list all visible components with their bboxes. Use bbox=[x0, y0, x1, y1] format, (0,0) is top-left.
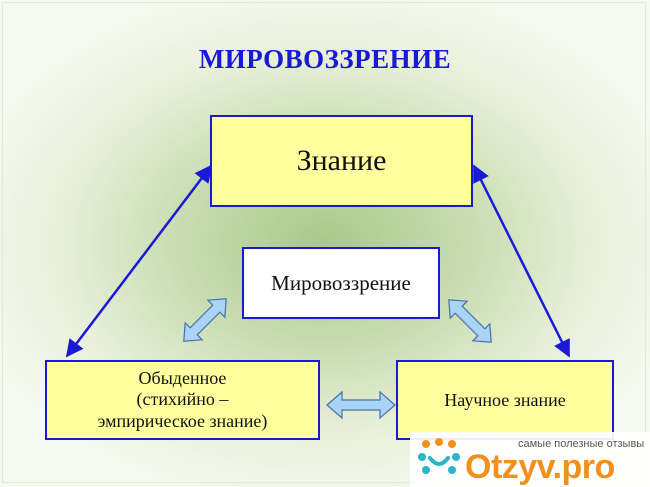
node-scientific-label: Научное знание bbox=[444, 389, 566, 410]
node-everyday-line-2: (стихийно – bbox=[136, 389, 229, 410]
edge-top-left bbox=[65, 164, 213, 358]
block-arrow-center-left bbox=[183, 298, 227, 342]
node-worldview: Мировоззрение bbox=[242, 247, 440, 319]
block-arrow-left-right bbox=[326, 390, 396, 420]
node-knowledge-label: Знание bbox=[296, 144, 387, 177]
node-scientific-knowledge: Научное знание bbox=[396, 360, 614, 440]
slide-title: МИРОВОЗЗРЕНИЕ bbox=[198, 44, 452, 74]
watermark-tagline: самые полезные отзывы bbox=[518, 438, 645, 450]
node-everyday-knowledge: Обыденное (стихийно – эмпирическое знани… bbox=[45, 360, 320, 440]
node-everyday-line-3: эмпирическое знание) bbox=[97, 410, 268, 431]
node-knowledge: Знание bbox=[210, 115, 473, 207]
node-everyday-line-1: Обыденное bbox=[138, 367, 227, 388]
slide-frame bbox=[2, 2, 646, 483]
block-arrow-center-right bbox=[448, 299, 492, 343]
watermark-logo-text: Otzyv.pro bbox=[465, 448, 615, 486]
watermark: самые полезные отзывы Otzyv.pro bbox=[410, 432, 650, 487]
node-worldview-label: Мировоззрение bbox=[271, 270, 411, 295]
otzyv-logo-icon bbox=[418, 438, 460, 474]
edge-top-right bbox=[472, 164, 571, 358]
